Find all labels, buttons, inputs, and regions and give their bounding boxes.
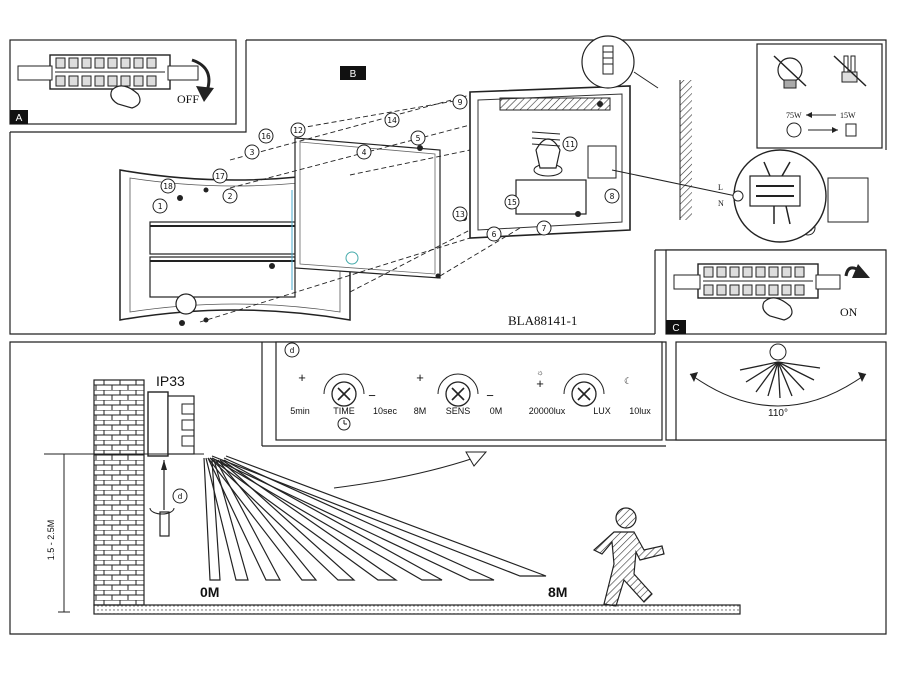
screws <box>177 101 603 326</box>
wall-section <box>680 80 692 220</box>
part-13: 13 <box>455 210 465 219</box>
part-17: 17 <box>215 172 225 181</box>
screwdriver-marker: d <box>178 492 183 501</box>
part-16: 16 <box>261 132 271 141</box>
time-plus: + <box>298 370 306 385</box>
part-4: 4 <box>362 148 367 157</box>
part-8: 8 <box>610 192 615 201</box>
sens-name-label: SENS <box>446 406 471 416</box>
range-start: 0M <box>200 584 219 600</box>
part-15: 15 <box>507 198 517 207</box>
low-watt-label: 15W <box>840 111 856 120</box>
neutral-label: N <box>718 199 724 208</box>
time-dial[interactable]: + − 5min TIME 10sec <box>290 370 398 431</box>
time-minus: − <box>368 388 376 403</box>
ground <box>93 604 741 615</box>
live-label: L <box>718 183 723 192</box>
terminal-block-a <box>17 54 199 90</box>
angle-rays <box>739 361 821 399</box>
brick-wall <box>93 379 145 606</box>
range-end: 8M <box>548 584 567 600</box>
wall-plug-icon <box>581 35 659 89</box>
part-12: 12 <box>293 126 303 135</box>
high-watt-label: 75W <box>786 111 802 120</box>
part-11: 11 <box>565 140 575 149</box>
panel-a-switch-off: A OFF <box>9 39 237 125</box>
clock-icon <box>337 417 351 431</box>
incandescent-bulb-icon <box>773 55 807 89</box>
detection-angle: 110° <box>768 408 788 419</box>
earth-icon <box>732 190 744 202</box>
part-3: 3 <box>250 148 255 157</box>
explosion-lines <box>199 94 521 323</box>
sens-max-label: 0M <box>490 406 503 416</box>
part-14: 14 <box>387 116 397 125</box>
diffuser-frame <box>291 137 441 290</box>
part-9: 9 <box>458 98 463 107</box>
lux-dial[interactable]: + ☼ ☾ 20000lux LUX 10lux <box>529 368 652 416</box>
sens-plus: + <box>416 370 424 385</box>
motion-arrow <box>333 457 475 489</box>
part-7: 7 <box>542 224 547 233</box>
lux-name-label: LUX <box>593 406 611 416</box>
part-2: 2 <box>228 192 233 201</box>
part-5: 5 <box>416 134 421 143</box>
sens-dial[interactable]: + − 8M SENS 0M <box>414 370 503 416</box>
person-icon <box>592 507 665 607</box>
screwdriver-icon <box>149 460 188 537</box>
lux-max-label: 10lux <box>629 406 651 416</box>
part-18: 18 <box>163 182 173 191</box>
lux-plus: + <box>536 376 544 391</box>
lower-frame <box>9 341 887 635</box>
cfl-bulb-icon <box>833 55 867 87</box>
panel-c-switch-on: C ON <box>665 249 887 335</box>
wiring-detail: L N <box>611 149 869 243</box>
detection-zone <box>203 455 547 581</box>
panel-c-action: ON <box>840 305 858 319</box>
time-name-label: TIME <box>333 406 355 416</box>
sun-icon: ☼ <box>536 368 543 377</box>
panel-a-action: OFF <box>177 92 199 106</box>
light-fixture <box>147 391 195 457</box>
lux-min-label: 20000lux <box>529 406 566 416</box>
part-1: 1 <box>158 202 163 211</box>
panel-c-letter: C <box>672 323 679 334</box>
detection-angle-box: 110° <box>675 341 887 441</box>
ip-rating: IP33 <box>156 373 185 389</box>
sens-minus: − <box>486 388 494 403</box>
back-housing <box>469 85 631 239</box>
model-number: BLA88141-1 <box>508 313 577 328</box>
panel-b-exploded-view: B <box>119 35 816 328</box>
terminal-block-c <box>673 263 841 299</box>
controls-marker: d <box>290 346 295 355</box>
moon-icon: ☾ <box>624 376 632 386</box>
hand-icon <box>110 85 141 109</box>
part-callouts: 18 1 2 17 16 3 12 4 14 5 9 11 13 15 6 7 … <box>152 94 816 242</box>
panel-a-letter: A <box>16 113 23 124</box>
sensor-lens-icon <box>175 293 197 315</box>
hand-icon <box>762 297 793 321</box>
lamp-wattage-box: 75W 15W <box>756 43 883 149</box>
sensor-install-scene: IP33 1.5 - 2.5M d 0M <box>44 373 741 615</box>
panel-b-letter: B <box>350 69 357 80</box>
sens-min-label: 8M <box>414 406 427 416</box>
time-min-label: 5min <box>290 406 310 416</box>
mount-height: 1.5 - 2.5M <box>46 520 56 561</box>
part-6: 6 <box>492 230 497 239</box>
controls-panel: d + − 5min TIME 10sec + − 8M <box>261 341 666 447</box>
time-max-label: 10sec <box>373 406 398 416</box>
